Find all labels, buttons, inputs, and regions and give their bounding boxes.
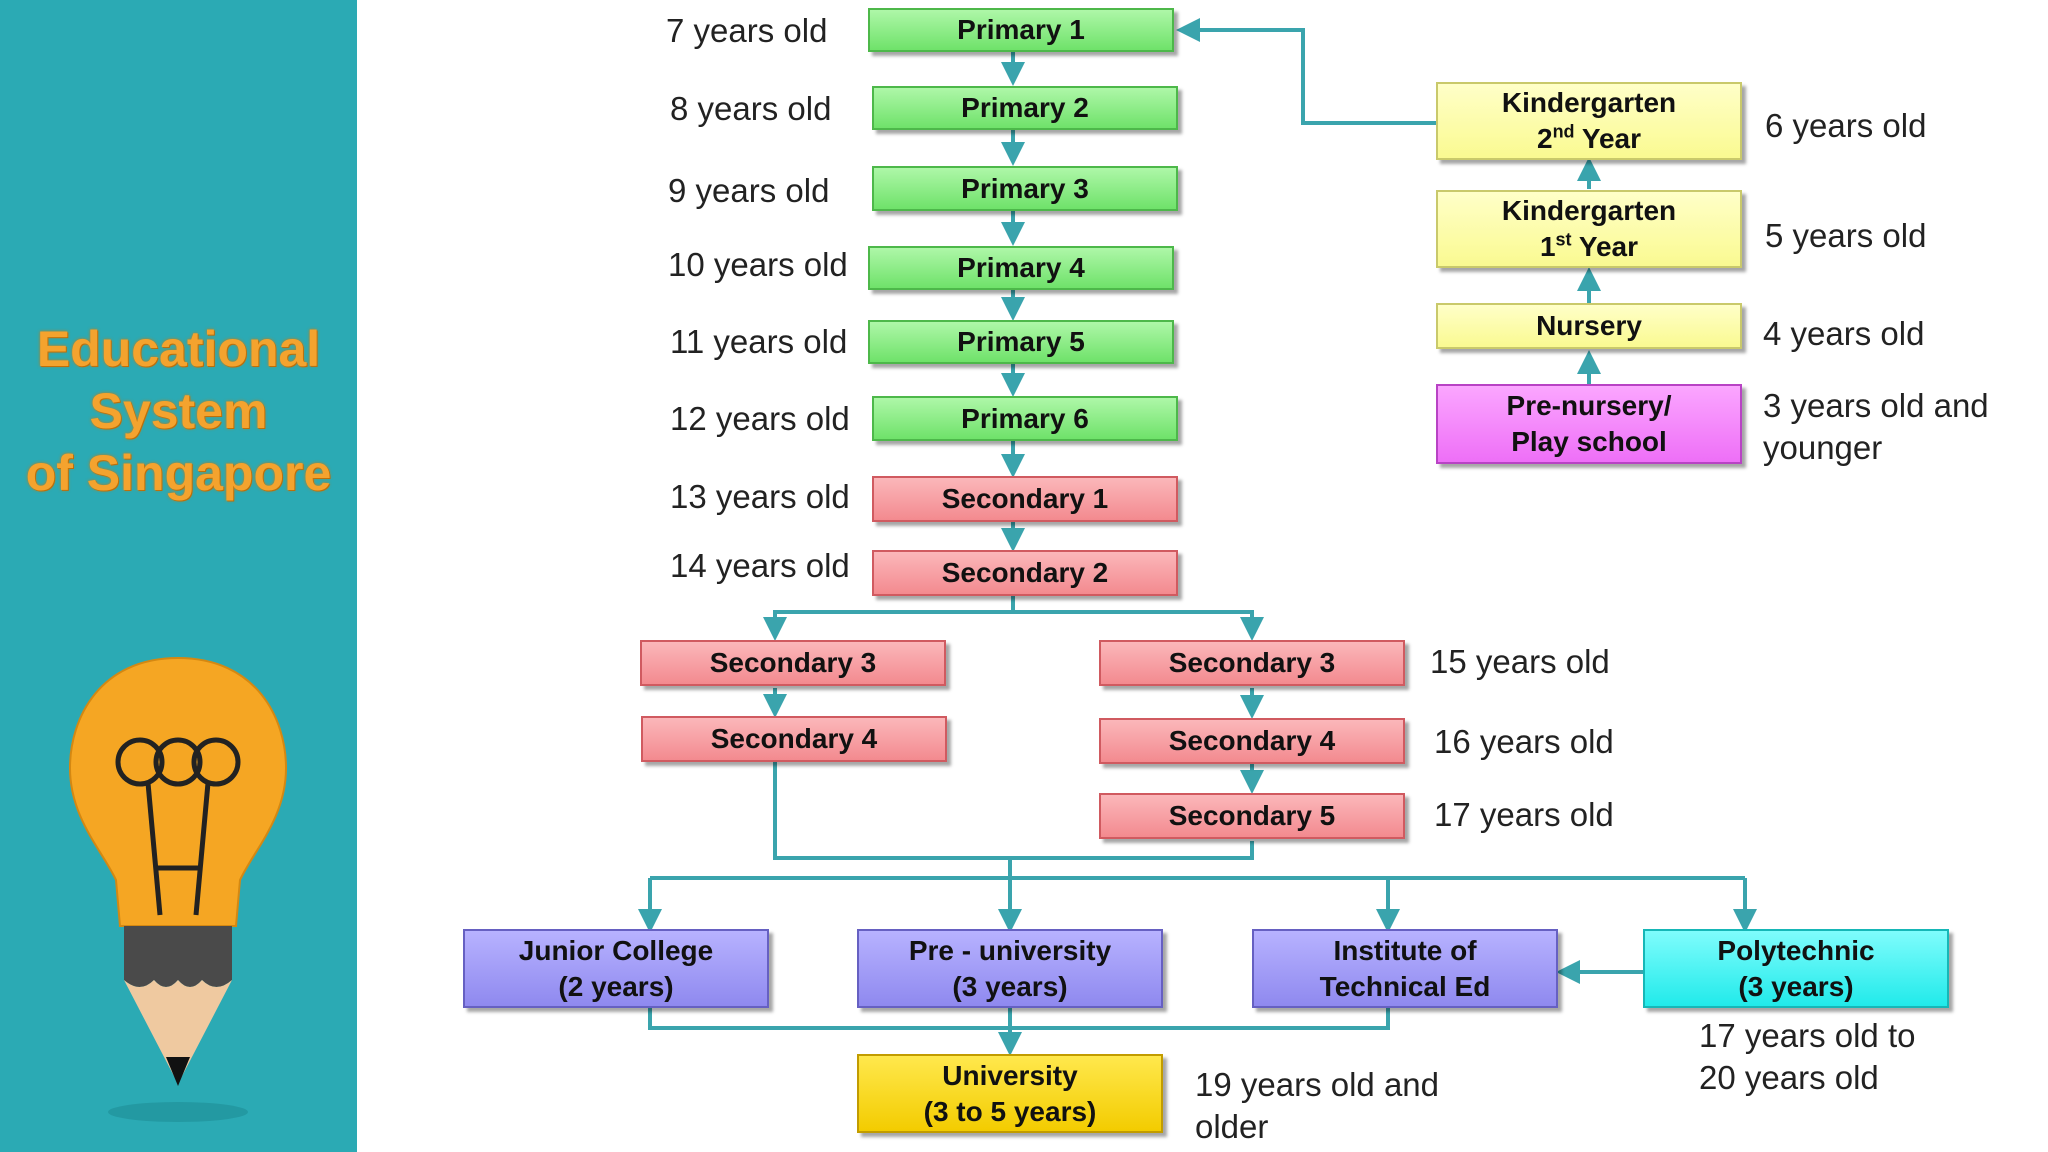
box-nursery: Nursery — [1436, 303, 1742, 349]
age-label-secondary-2: 14 years old — [670, 547, 850, 584]
box-pre-nursery: Pre-nursery/ Play school — [1436, 384, 1742, 464]
age-label-primary-5: 11 years old — [670, 323, 848, 360]
age-label-primary-1: 7 years old — [666, 12, 828, 49]
title-line-3: of Singapore — [25, 445, 332, 501]
box-secondary-4-left: Secondary 4 — [641, 716, 947, 762]
box-primary-5: Primary 5 — [868, 320, 1174, 364]
box-university: University (3 to 5 years) — [857, 1054, 1163, 1133]
box-secondary-4-right: Secondary 4 — [1099, 718, 1405, 764]
box-primary-4: Primary 4 — [868, 246, 1174, 290]
connector — [763, 596, 1015, 641]
age-label-primary-4: 10 years old — [668, 246, 848, 283]
box-primary-2: Primary 2 — [872, 86, 1178, 130]
title-line-1: Educational — [36, 321, 321, 377]
age-label-primary-6: 12 years old — [670, 400, 850, 437]
age-label-secondary-5: 17 years old — [1434, 796, 1614, 833]
title-line-2: System — [89, 383, 268, 439]
age-label-university: 19 years old and older — [1195, 1066, 1440, 1145]
age-label-secondary-4: 16 years old — [1434, 723, 1614, 760]
box-primary-3: Primary 3 — [872, 166, 1178, 211]
box-kindergarten-1st-year: Kindergarten 1st Year — [1436, 190, 1742, 268]
box-pre-university: Pre - university (3 years) — [857, 929, 1163, 1008]
box-secondary-3-left: Secondary 3 — [640, 640, 946, 686]
lightbulb-pencil-icon — [68, 656, 288, 1122]
box-primary-1: Primary 1 — [868, 8, 1174, 52]
box-institute-technical-education: Institute of Technical Ed — [1252, 929, 1558, 1008]
age-label-primary-2: 8 years old — [670, 90, 832, 127]
box-secondary-2: Secondary 2 — [872, 550, 1178, 596]
age-label-primary-3: 9 years old — [668, 172, 830, 209]
sidebar: Educational System of Singapore — [0, 0, 357, 1152]
box-secondary-3-right: Secondary 3 — [1099, 640, 1405, 686]
age-label-polytechnic: 17 years old to 20 years old — [1699, 1017, 1916, 1096]
box-secondary-5-right: Secondary 5 — [1099, 793, 1405, 839]
connector — [648, 1008, 1390, 1030]
box-primary-6: Primary 6 — [872, 396, 1178, 441]
age-label-kindergarten-2nd-year: 6 years old — [1765, 107, 1927, 144]
box-junior-college: Junior College (2 years) — [463, 929, 769, 1008]
age-label-secondary-3: 15 years old — [1430, 643, 1610, 680]
age-label-nursery: 4 years old — [1763, 315, 1925, 352]
box-polytechnic: Polytechnic (3 years) — [1643, 929, 1949, 1008]
box-secondary-1: Secondary 1 — [872, 476, 1178, 522]
connector — [773, 754, 1254, 860]
age-label-kindergarten-1st-year: 5 years old — [1765, 217, 1927, 254]
connector — [1176, 18, 1436, 125]
connector — [1013, 610, 1254, 633]
box-kindergarten-2nd-year: Kindergarten 2nd Year — [1436, 82, 1742, 160]
age-label-secondary-1: 13 years old — [670, 478, 850, 515]
diagram-title: Educational System of Singapore — [0, 318, 357, 504]
age-label-pre-nursery: 3 years old and younger — [1763, 387, 1989, 466]
